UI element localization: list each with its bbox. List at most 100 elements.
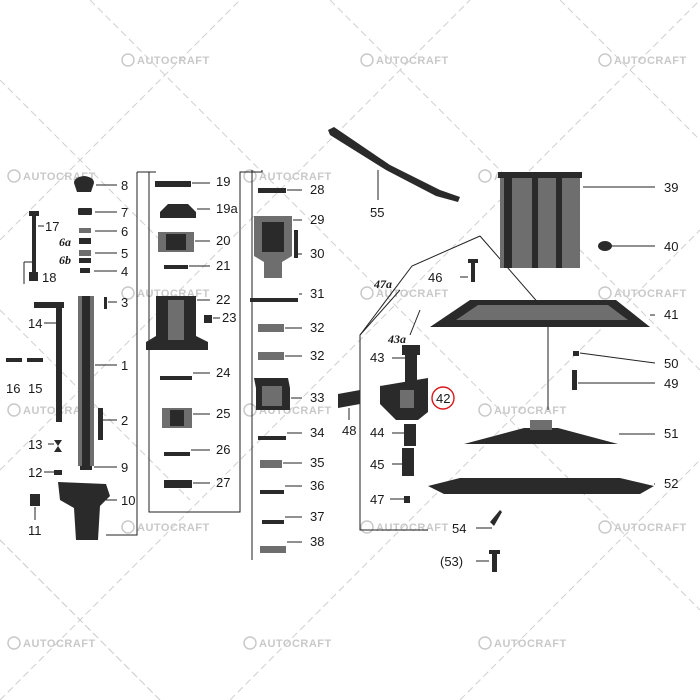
part-3-pin xyxy=(104,297,107,309)
watermark-text: AUTOCRAFT xyxy=(614,522,687,534)
callout-55: 55 xyxy=(370,205,384,220)
watermark-text: AUTOCRAFT xyxy=(494,638,567,650)
part-15-pin xyxy=(27,358,43,362)
part-48-block xyxy=(338,390,360,408)
callout-40: 40 xyxy=(664,239,678,254)
callout-labels: 8 7 6 6a 5 6b 4 3 1 2 9 10 17 18 14 16 1… xyxy=(6,174,678,569)
part-39-hopper-stripe-a xyxy=(504,178,512,268)
part-17-bolt xyxy=(32,214,36,274)
callout-50: 50 xyxy=(664,356,678,371)
callout-28: 28 xyxy=(310,182,324,197)
callout-7: 7 xyxy=(121,205,128,220)
callout-6b: 6b xyxy=(59,253,71,267)
part-44-plate xyxy=(404,424,416,446)
watermark-text: AUTOCRAFT xyxy=(137,522,210,534)
callout-20: 20 xyxy=(216,233,230,248)
part-14-lever xyxy=(34,302,64,308)
callout-26: 26 xyxy=(216,442,230,457)
part-42-highlight-ring xyxy=(431,386,455,410)
part-5-ring xyxy=(79,250,91,256)
callout-13: 13 xyxy=(28,437,42,452)
part-20-sleeve-core xyxy=(166,234,186,250)
callout-48: 48 xyxy=(342,423,356,438)
part-19a-cap xyxy=(160,204,196,218)
callout-52: 52 xyxy=(664,476,678,491)
callout-15: 15 xyxy=(28,381,42,396)
callout-19a: 19a xyxy=(216,201,238,216)
callout-2: 2 xyxy=(121,413,128,428)
part-55-deflector-rod xyxy=(328,127,460,202)
watermark-text: AUTOCRAFT xyxy=(614,288,687,300)
callout-35: 35 xyxy=(310,455,324,470)
callout-1: 1 xyxy=(121,358,128,373)
callout-42: 42 xyxy=(436,391,450,406)
part-39-hopper-rim xyxy=(498,172,582,178)
part-6a-ring xyxy=(79,238,91,244)
part-25-bushing-core xyxy=(170,410,184,426)
part-6-ring xyxy=(79,228,91,233)
part-41-disc-inner xyxy=(456,305,628,320)
part-21-ring xyxy=(164,265,188,269)
callout-27: 27 xyxy=(216,475,230,490)
callout-4: 4 xyxy=(121,264,128,279)
part-27-collar xyxy=(164,480,192,488)
part-46-bolt xyxy=(471,262,475,282)
callout-51: 51 xyxy=(664,426,678,441)
callout-24: 24 xyxy=(216,365,230,380)
part-29-hub-core xyxy=(262,222,284,252)
callout-6: 6 xyxy=(121,224,128,239)
watermark-text: AUTOCRAFT xyxy=(137,55,210,67)
part-19-gasket xyxy=(155,181,191,187)
callout-37: 37 xyxy=(310,509,324,524)
callout-25: 25 xyxy=(216,406,230,421)
watermark-text: AUTOCRAFT xyxy=(376,55,449,67)
callout-39: 39 xyxy=(664,180,678,195)
part-9-ring xyxy=(80,466,92,470)
callout-14: 14 xyxy=(28,316,42,331)
part-46-bolt-head xyxy=(468,259,478,263)
callout-12: 12 xyxy=(28,465,42,480)
part-43a-tab xyxy=(402,345,420,355)
part-28-washer xyxy=(258,188,286,193)
right-assembly xyxy=(328,127,656,572)
callout-31: 31 xyxy=(310,286,324,301)
part-13-clip xyxy=(54,440,62,452)
part-51-spinner xyxy=(464,428,618,444)
part-32-ring-b xyxy=(258,352,284,360)
callout-29: 29 xyxy=(310,212,324,227)
part-43-bracket xyxy=(405,355,417,385)
callout-41: 41 xyxy=(664,307,678,322)
part-42-bracket-window xyxy=(400,390,414,408)
callout-49: 49 xyxy=(664,376,678,391)
part-52-lower-disc xyxy=(428,478,654,494)
watermark-text: AUTOCRAFT xyxy=(23,638,96,650)
part-18-nut xyxy=(29,272,38,281)
part-12-ring xyxy=(54,470,62,475)
part-32-ring-a xyxy=(258,324,284,332)
part-6b-ring xyxy=(79,258,91,263)
part-11-plug xyxy=(30,494,40,506)
part-24-ring xyxy=(160,376,192,380)
callout-17: 17 xyxy=(45,219,59,234)
part-47-screw xyxy=(404,496,410,503)
part-50-washer xyxy=(573,351,579,356)
watermark-text: AUTOCRAFT xyxy=(259,171,332,183)
callout-10: 10 xyxy=(121,493,135,508)
part-2-pin xyxy=(98,408,103,440)
callout-5: 5 xyxy=(121,246,128,261)
callout-43a: 43a xyxy=(387,332,406,346)
part-1-shaft-core xyxy=(82,296,90,466)
part-36-washer xyxy=(260,490,284,494)
callout-19: 19 xyxy=(216,174,230,189)
part-49-bolt xyxy=(572,370,577,390)
part-45-plate xyxy=(402,448,414,476)
part-39-hopper xyxy=(500,176,580,268)
assembly-frames xyxy=(106,170,263,560)
left-assembly xyxy=(6,176,117,540)
part-54-clip xyxy=(490,510,502,526)
callout-47a: 47a xyxy=(373,277,392,291)
part-4-ring xyxy=(80,268,90,273)
